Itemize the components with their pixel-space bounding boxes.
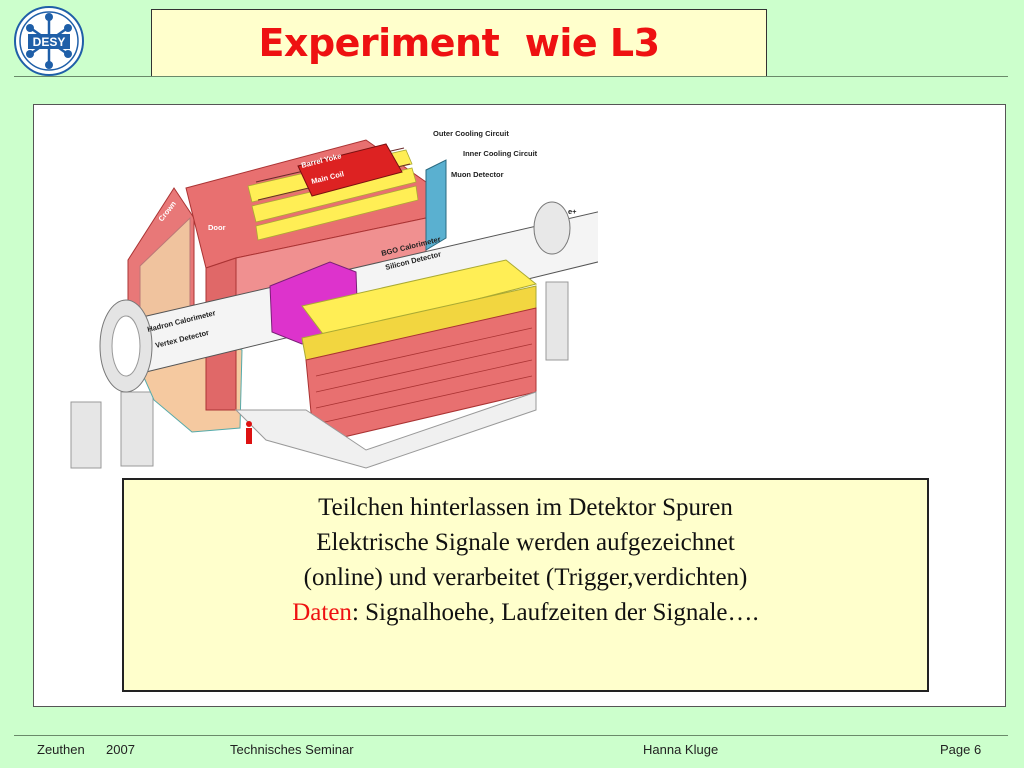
- bottom-divider: [14, 735, 1008, 736]
- desy-logo: DESY: [13, 5, 85, 77]
- l3-detector-diagram: Outer Cooling Circuit Inner Cooling Circ…: [66, 110, 598, 478]
- text-line-3: (online) und verarbeitet (Trigger,verdic…: [303, 564, 748, 591]
- text-line-4: Daten: Signalhoehe, Laufzeiten der Signa…: [124, 595, 927, 630]
- label-door: Door: [208, 223, 226, 232]
- footer-author: Hanna Kluge: [643, 742, 719, 757]
- label-eplus: e+: [568, 207, 577, 216]
- label-muon-detector: Muon Detector: [451, 170, 504, 179]
- text-line-2: Elektrische Signale werden aufgezeichnet: [316, 529, 735, 556]
- label-outer-cooling: Outer Cooling Circuit: [433, 129, 509, 138]
- slide-title: Experiment wie L3: [258, 21, 660, 65]
- footer-event: Technisches Seminar: [230, 742, 354, 757]
- title-box: Experiment wie L3: [151, 9, 767, 77]
- daten-label: Daten: [292, 599, 352, 626]
- footer-page: Page 6: [940, 742, 982, 757]
- label-inner-cooling: Inner Cooling Circuit: [463, 149, 538, 158]
- text-line-1: Teilchen hinterlassen im Detektor Spuren: [318, 494, 733, 521]
- daten-description: : Signalhoehe, Laufzeiten der Signale….: [351, 599, 759, 626]
- footer-year: 2007: [106, 742, 135, 757]
- top-divider: [14, 76, 1008, 77]
- content-panel: Outer Cooling Circuit Inner Cooling Circ…: [33, 104, 1006, 707]
- logo-text: DESY: [33, 35, 66, 49]
- explanation-box: Teilchen hinterlassen im Detektor Spuren…: [122, 478, 929, 692]
- footer-place: Zeuthen: [37, 742, 85, 757]
